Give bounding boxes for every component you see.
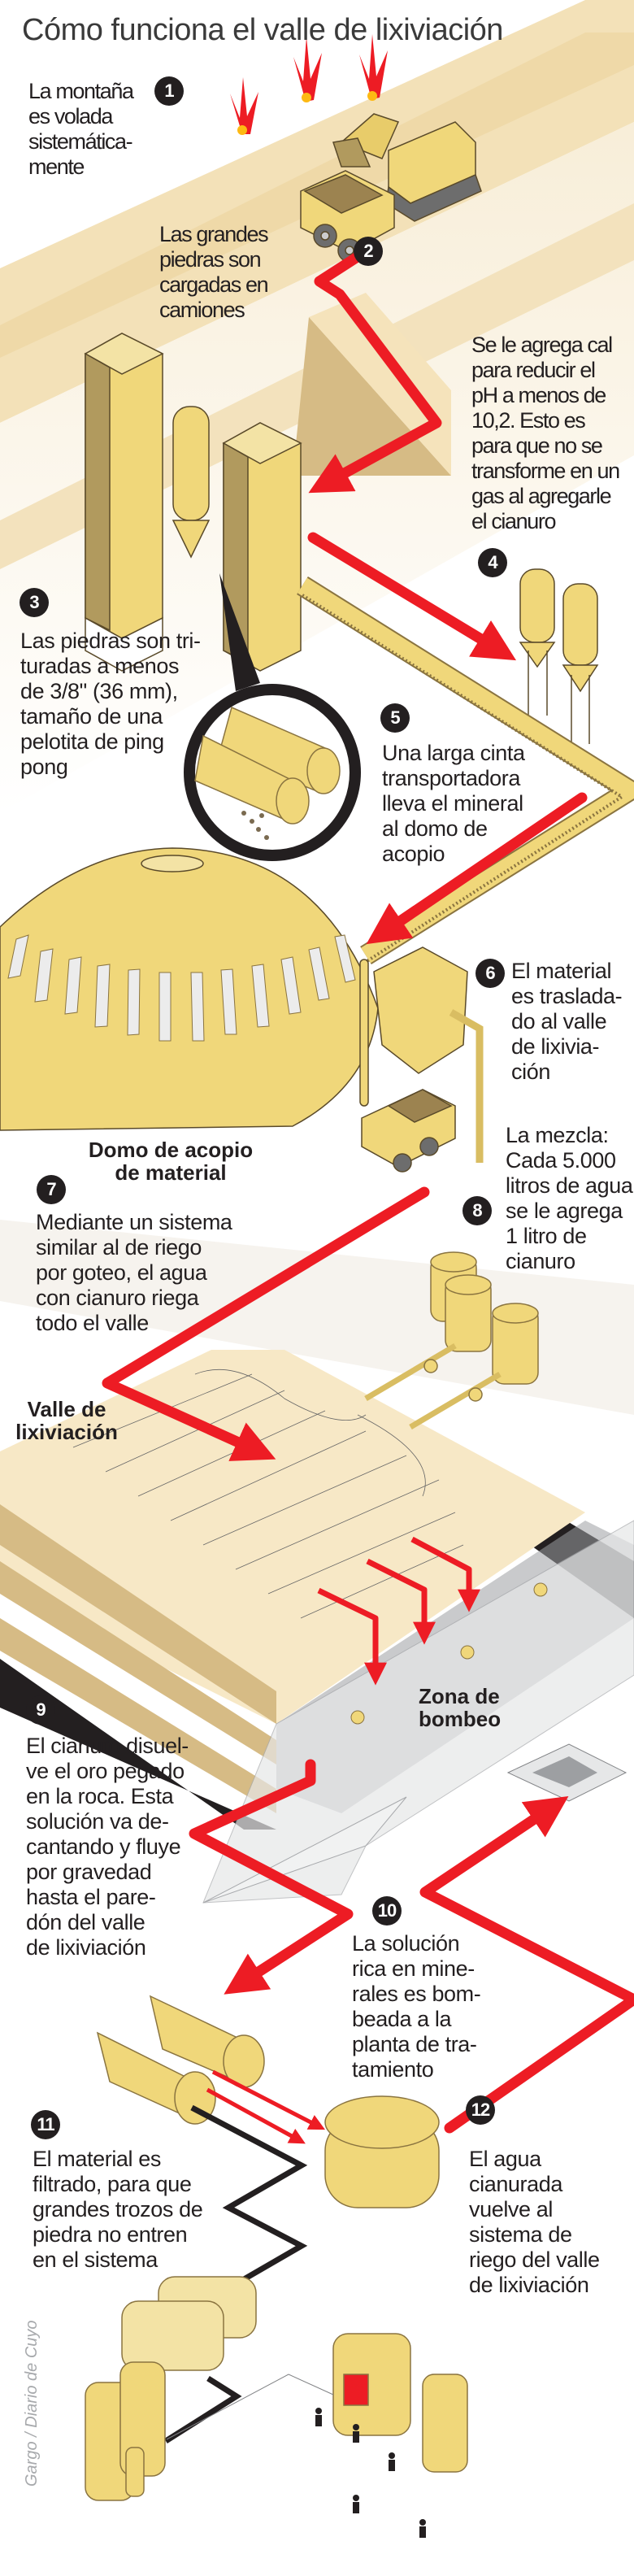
step-text-2: Las grandes piedras son cargadas en cami… [159,222,269,322]
pump-zone-label: Zona de bombeo [419,1684,502,1731]
filter-cylinders [96,1995,265,2125]
storage-dome [0,847,379,1131]
step-text-4: Se le agrega cal para reducir el pH a me… [471,333,620,533]
step-text-10: La solución rica en mine- rales es bom- … [352,1931,481,2082]
filter-to-tank-arrows [206,2069,326,2144]
solution-tank [324,2095,440,2208]
step-text-11: El material es filtrado, para que grande… [33,2147,203,2272]
step-badge-3: 3 [20,588,49,617]
arrow-valley-to-filter [189,1759,354,1995]
step-badge-12: 12 [466,2095,495,2125]
page-title: Cómo funciona el valle de lixiviación [22,13,503,47]
arrow-conveyor-to-dome [366,792,588,945]
step-text-9: El cianuro disuel- ve el oro pegado en l… [26,1734,189,1960]
step-text-5: Una larga cinta transportadora lleva el … [382,741,525,866]
step-badge-9: 9 [26,1695,55,1725]
step-text-12: El agua cianurada vuelve al sistema de r… [469,2147,600,2297]
step-badge-4: 4 [478,548,507,577]
explosion-icons [230,34,388,135]
haul-truck [361,1089,456,1173]
conveyor-belt [297,576,634,965]
step-text-3: Las piedras son tri- turadas a menos de … [20,629,201,779]
credit: Gargo / Diario de Cuyo [23,2320,41,2487]
step-badge-1: 1 [154,76,184,106]
valley-label: Valle de lixiviación [15,1397,118,1444]
excavator [332,113,482,222]
step-badge-11: 11 [31,2110,60,2139]
seepage-arrows [317,1536,480,1686]
arrow-truck-to-crusher [308,252,442,494]
step-badge-5: 5 [380,703,410,733]
flow-arrows [102,252,634,2134]
step-badge-7: 7 [37,1175,66,1204]
black-pipes [164,2104,308,2443]
pumps [350,1582,548,1725]
arrow-to-valley [102,1186,430,1461]
treatment-plant [85,2276,468,2501]
dome-label: Domo de acopio de material [88,1138,254,1185]
worker-figures [315,2408,426,2538]
step-text-1: La montaña es volada sistemática- mente [28,79,134,179]
lime-silos [519,568,599,744]
step-badge-10: 10 [372,1896,402,1925]
step-badge-6: 6 [476,959,505,988]
dump-truck [300,170,395,263]
crusher-rollers-magnifier [184,573,361,861]
hopper [359,946,484,1163]
cyanide-tanks [364,1251,539,1430]
return-inlet [506,1743,627,1802]
step-badge-2: 2 [354,237,383,266]
step-badge-8: 8 [462,1196,492,1225]
step-text-8: La mezcla: Cada 5.000 litros de agua se … [506,1123,633,1273]
arrow-crusher-to-silos [307,532,517,661]
crusher-tower-left [84,333,164,672]
lime-silo [172,406,211,559]
arrow-return-to-valley [419,1795,634,2134]
step-text-7: Mediante un sistema similar al de riego … [36,1210,232,1335]
step-text-6: El material es traslada- do al valle de … [511,959,623,1084]
